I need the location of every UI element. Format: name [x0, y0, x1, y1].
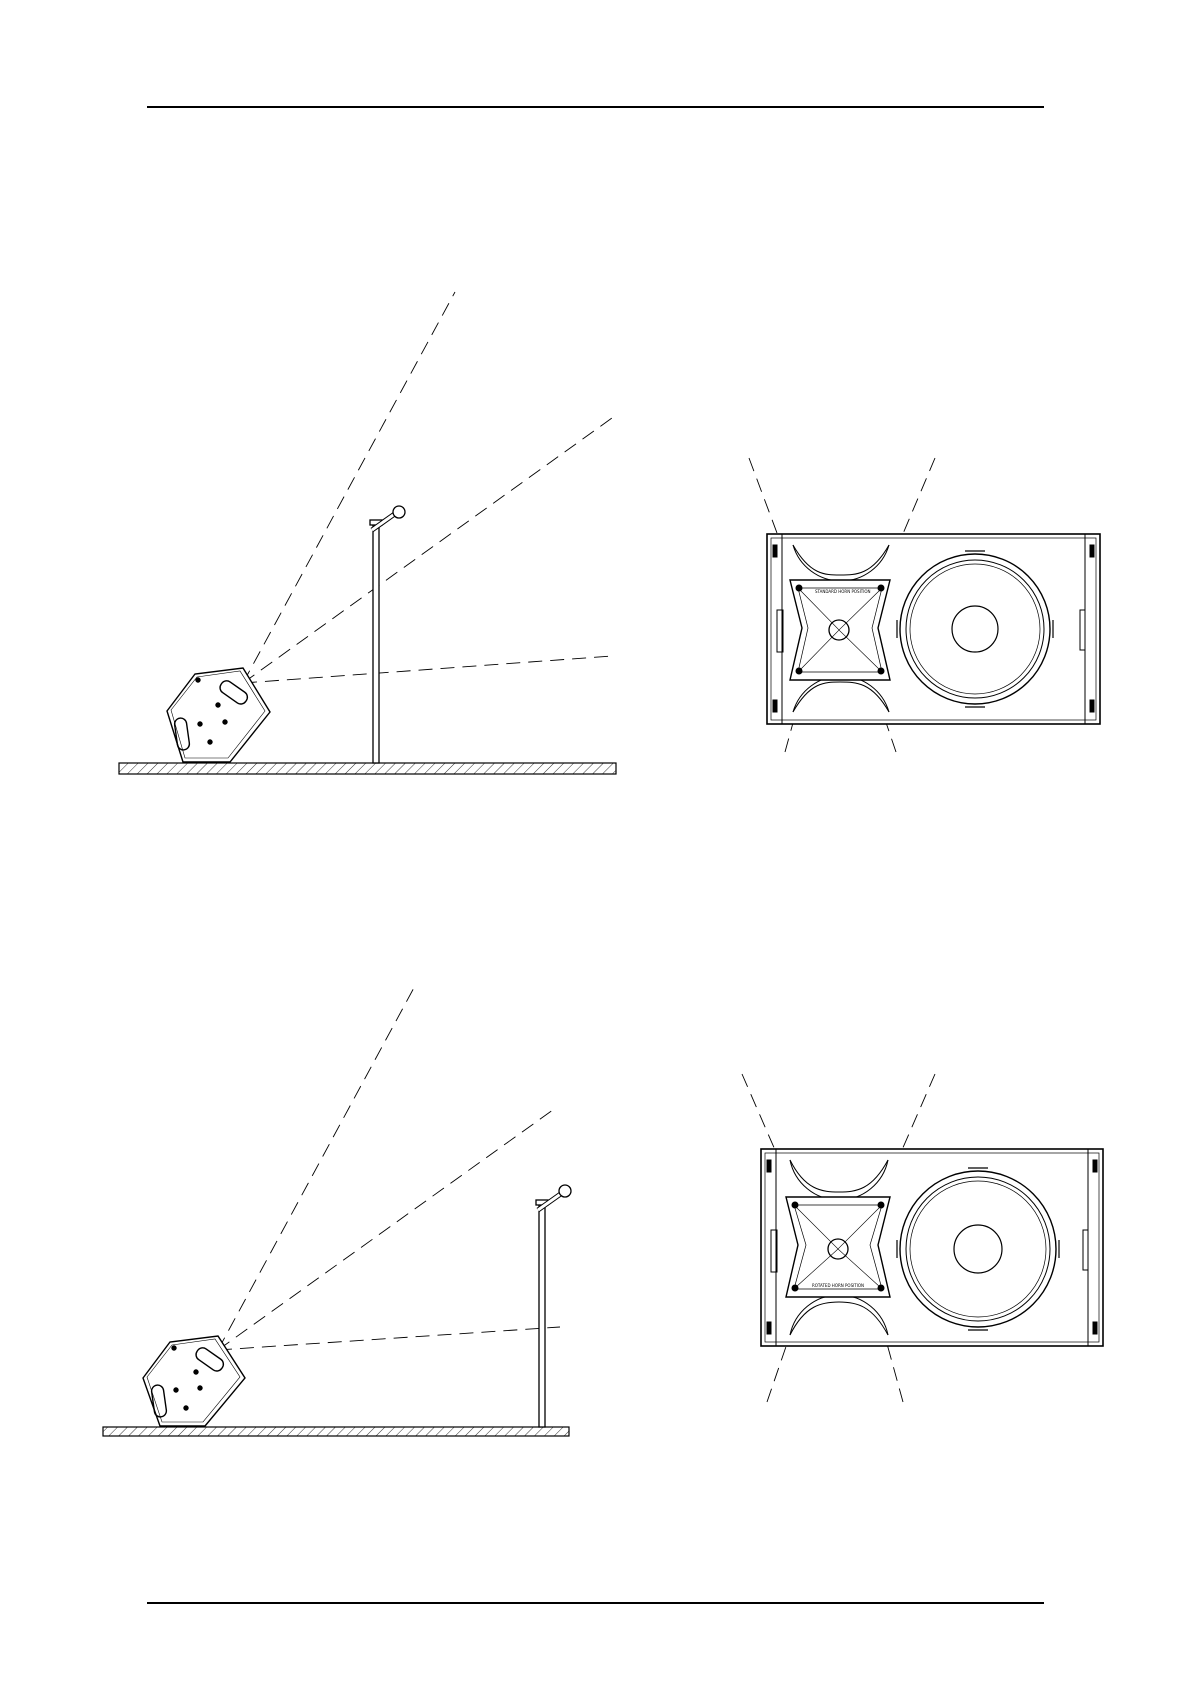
front-view-1: STANDARD HORN POSITION: [749, 458, 1100, 752]
side-view-2: [103, 984, 571, 1436]
svg-text:STANDARD HORN POSITION: STANDARD HORN POSITION: [815, 589, 871, 594]
svg-text:ROTATED HORN POSITION: ROTATED HORN POSITION: [812, 1283, 864, 1288]
coverage-lines: [218, 984, 560, 1350]
side-view-1: [119, 292, 616, 774]
floor: [119, 763, 616, 774]
microphone-stand: [370, 506, 405, 763]
microphone-stand: [536, 1185, 571, 1427]
floor: [103, 1427, 569, 1436]
coverage-lines: [243, 292, 612, 683]
front-view-2: ROTATED HORN POSITION: [742, 1074, 1103, 1402]
